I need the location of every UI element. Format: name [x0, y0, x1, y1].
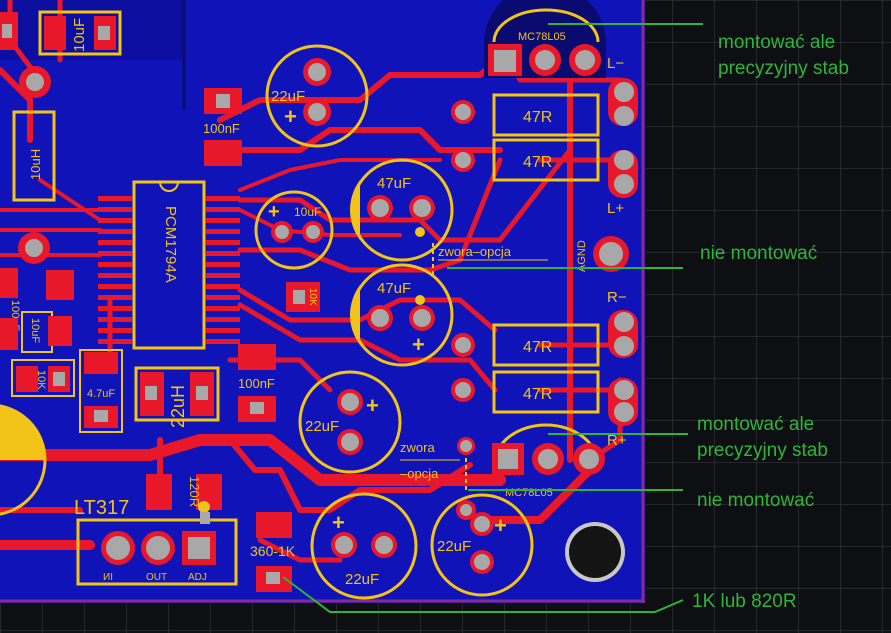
cap-22uf-c: + 22uF [310, 492, 418, 600]
ic-pcm-label: PCM1794A [162, 206, 179, 283]
cap-10uf-mid-plus: + [268, 201, 280, 223]
cap-22uf-b: 22uF + [298, 370, 402, 474]
reg-top-label: MC78L05 [518, 31, 566, 43]
res-47r-4-label: 47R [523, 386, 552, 403]
cap-47uf-a-label: 47uF [377, 175, 411, 192]
reg-bottom-label: MC78L05 [505, 487, 553, 499]
ind-10uh-label: 10uH [28, 149, 43, 180]
res-100uf-partial: 100uF [0, 268, 74, 350]
res-47r-4: 47R [492, 370, 600, 414]
cap-22uf-d-label: 22uF [437, 538, 471, 555]
cap-47uf-b-plus: + [412, 332, 425, 357]
cap-22uf-c-plus: + [332, 510, 345, 535]
cap-47uf-b-label: 47uF [377, 280, 411, 297]
via-pads-middle [451, 100, 475, 455]
ind-22uh-label: 22uH [168, 385, 188, 428]
cap-10uf-mid-label: 10uF [294, 205, 321, 219]
annotation-leaders [282, 23, 703, 613]
cap-100nf-b-label: 100nF [238, 376, 275, 391]
cap-22uf-c-label: 22uF [345, 571, 379, 588]
cap-4-7uf: 4.7uF [79, 349, 123, 433]
note-stab-bottom-line2: precyzyjny stab [697, 440, 828, 461]
lt317-pin-in: IN [103, 572, 113, 583]
res-10k-a-label: 10K [307, 288, 318, 306]
note-jumper-top: nie montować [700, 243, 817, 264]
res-47r-1-label: 47R [523, 109, 552, 126]
res-10k-b: 10K [11, 359, 75, 397]
cap-47uf-a: 47uF [350, 158, 454, 262]
res-120r: 120R [146, 474, 222, 524]
cap-10uf-mid: 10uF + [254, 190, 334, 270]
cap-4-7uf-label: 4.7uF [87, 388, 115, 400]
jumper-top: zwora–opcja [432, 243, 548, 277]
jumper-bottom: zwora –opcja [400, 440, 467, 492]
ic-pcm1794a: PCM1794A [98, 180, 240, 350]
cap-22uf-a: 22uF + [265, 44, 369, 148]
lt317-pin-adj: ADJ [188, 572, 207, 583]
reg-mc78l05-bottom: MC78L05 [492, 423, 605, 499]
jumper-bottom-label-1: zwora [400, 440, 435, 455]
cap-22uf-b-label: 22uF [305, 418, 339, 435]
cap-10uf-left-label: 10uF [29, 318, 41, 343]
res-360-1k-label: 360-1K [250, 543, 296, 559]
pad-top-left [19, 66, 51, 98]
res-10k-a: 10K [286, 282, 320, 312]
res-47r-2: 47R [492, 138, 600, 182]
cap-100nf-b: 100nF [238, 344, 276, 422]
l-minus-label: L− [607, 55, 624, 72]
ind-22uh: 22uH [134, 366, 220, 428]
mounting-hole [565, 522, 625, 582]
res-10k-b-label: 10K [35, 370, 47, 390]
note-stab-bottom-line1: montować ale [697, 414, 814, 435]
cap-10uf-left: 10uF [21, 311, 72, 353]
res-47r-3: 47R [492, 323, 600, 367]
cap-47uf-b: 47uF + [350, 263, 454, 367]
pad-left-mid [18, 232, 50, 264]
cap-10uf-top-label: 10uF [71, 18, 88, 52]
note-jumper-bottom: nie montować [697, 490, 814, 511]
res-360-1k: 360-1K [250, 512, 296, 592]
lt317-label: LT317 [74, 497, 129, 519]
res-47r-3-label: 47R [523, 339, 552, 356]
output-connector-pads: L− L+ R− R+ [593, 55, 638, 449]
cap-22uf-d: 22uF + [430, 493, 534, 597]
res-47r-2-label: 47R [523, 154, 552, 171]
cap-22uf-a-plus: + [284, 104, 297, 129]
lt317-pin-out: OUT [146, 572, 167, 583]
res-47r-1: 47R [492, 93, 600, 137]
reg-mc78l05-top: MC78L05 [484, 0, 606, 78]
jumper-bottom-label-2: –opcja [400, 466, 439, 481]
l-plus-label: L+ [607, 200, 624, 217]
note-stab-top-line2: precyzyjny stab [718, 58, 849, 79]
note-stab-top-line1: montować ale [718, 32, 835, 53]
r-plus-label: R+ [607, 432, 627, 449]
cap-10uf-top: 10uF [0, 10, 122, 56]
jumper-top-label: zwora–opcja [438, 244, 512, 259]
cap-100nf-a: 100nF [203, 88, 242, 166]
cap-large-left-partial [0, 404, 47, 516]
res-120r-label: 120R [187, 476, 202, 507]
lt317-regulator: LT317 IN OUT ADJ [74, 497, 238, 586]
cap-22uf-d-plus: + [494, 513, 507, 538]
agnd-label: AGND [576, 240, 588, 272]
cap-100nf-a-label: 100nF [203, 121, 240, 136]
ind-10uh: 10uH [12, 110, 56, 202]
cap-22uf-a-label: 22uF [271, 88, 305, 105]
traces [0, 0, 623, 563]
note-resistor-value: 1K lub 820R [692, 591, 797, 612]
r-minus-label: R− [607, 289, 627, 306]
cap-22uf-b-plus: + [366, 393, 379, 418]
